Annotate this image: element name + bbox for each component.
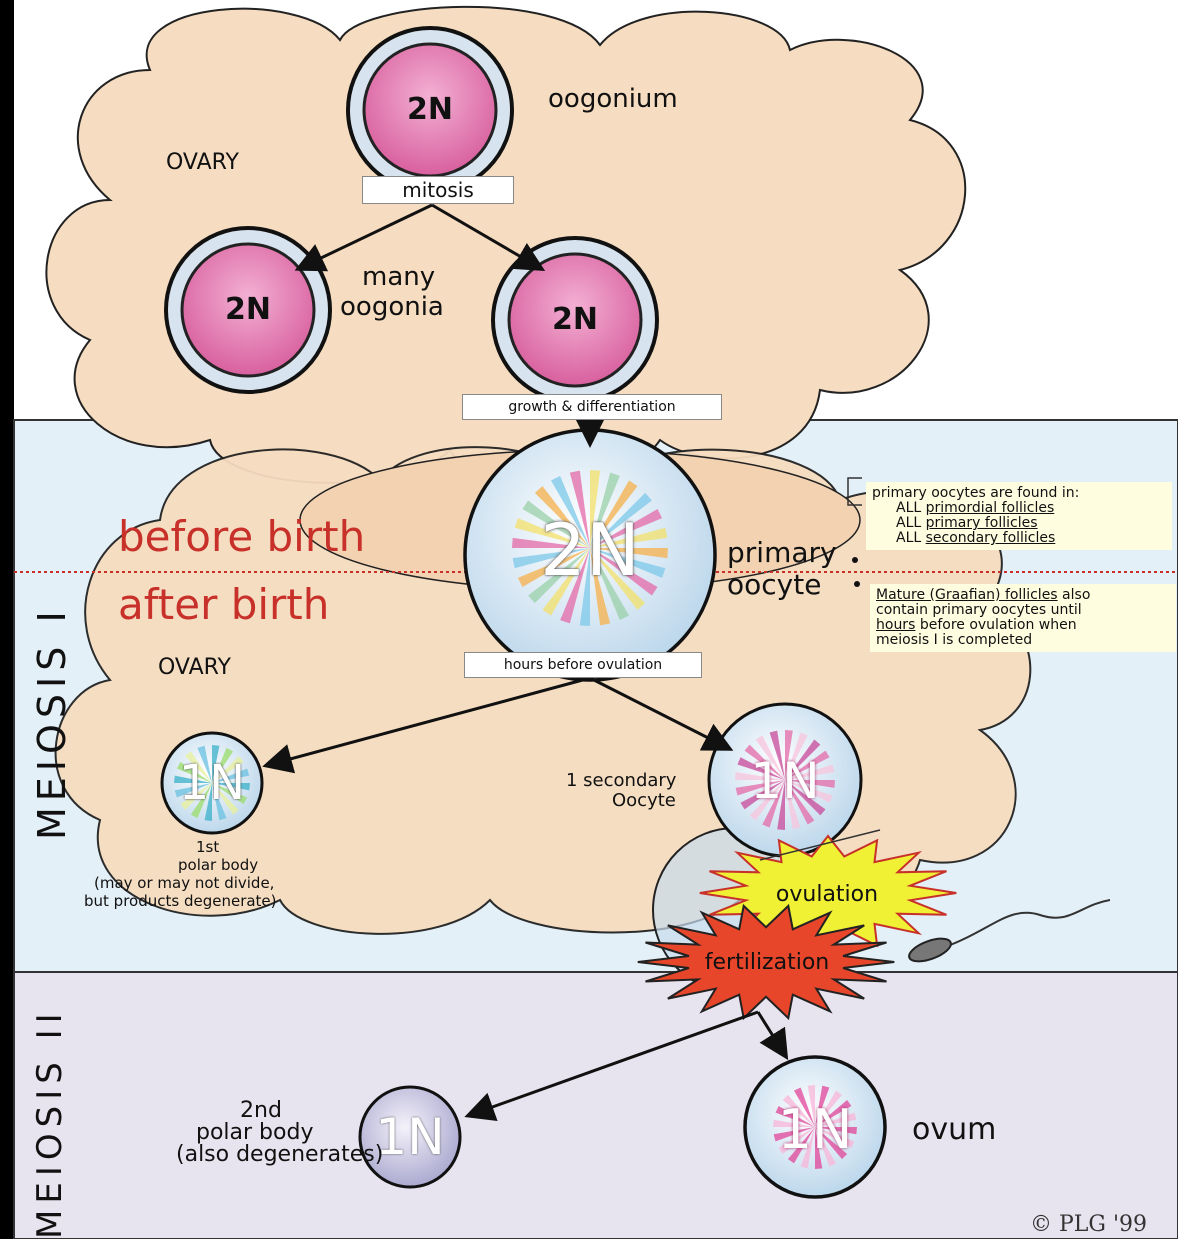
polar-body-1-label-line2: polar body	[178, 856, 258, 874]
polar-body-1-label-line3: (may or may not divide,	[94, 874, 274, 892]
meiosis-2-label: MEIOSIS II	[30, 1007, 70, 1239]
note-intro: primary oocytes are found in:	[872, 486, 1166, 501]
mitosis-box: mitosis	[362, 176, 514, 204]
polar-body-1-ploidy: 1N	[172, 755, 252, 811]
fertilization-label: fertilization	[682, 950, 852, 975]
oogonium-ploidy: 2N	[395, 92, 465, 127]
note-item-primary: ALL primary follicles	[872, 516, 1166, 531]
before-birth-label: before birth	[118, 512, 365, 561]
polar-body-2-label-line3: (also degenerates)	[176, 1142, 383, 1167]
hours-before-ovulation-box: hours before ovulation	[464, 652, 702, 678]
oogonia-label-line2: oogonia	[340, 292, 444, 322]
ovum-label: ovum	[912, 1112, 996, 1147]
secondary-oocyte-label-line1: 1 secondary	[566, 770, 676, 791]
ovulation-label: ovulation	[752, 882, 902, 907]
ovary-bottom-label: OVARY	[158, 655, 231, 680]
note-item-primordial: ALL primordial follicles	[872, 501, 1166, 516]
primary-oocyte-label-line1: primary	[727, 536, 837, 569]
polar-body-1-label-line1: 1st	[196, 838, 219, 856]
polar-body-1-label-line4: but products degenerate)	[84, 892, 277, 910]
growth-box: growth & differentiation	[462, 394, 722, 420]
meiosis-2-region	[14, 972, 1178, 1239]
ovum-ploidy: 1N	[765, 1098, 865, 1161]
after-birth-label: after birth	[118, 580, 329, 629]
copyright: © PLG '99	[1030, 1212, 1147, 1237]
oogonia-label-line1: many	[362, 262, 435, 292]
secondary-oocyte-ploidy: 1N	[740, 752, 830, 810]
mature-follicle-note: Mature (Graafian) follicles also contain…	[870, 584, 1176, 652]
oogonium-left-ploidy: 2N	[213, 292, 283, 327]
primary-oocyte-ploidy: 2N	[510, 508, 670, 592]
meiosis-1-label: MEIOSIS I	[30, 605, 74, 840]
primary-oocyte-locations-note: primary oocytes are found in: ALL primor…	[866, 482, 1172, 550]
primary-oocyte-label-line2: oocyte	[727, 568, 821, 601]
secondary-oocyte-label-line2: Oocyte	[612, 790, 676, 811]
oogonium-right-ploidy: 2N	[540, 302, 610, 337]
ovary-top-label: OVARY	[166, 150, 239, 175]
note-item-secondary: ALL secondary follicles	[872, 531, 1166, 546]
oogonium-label: oogonium	[548, 84, 678, 114]
